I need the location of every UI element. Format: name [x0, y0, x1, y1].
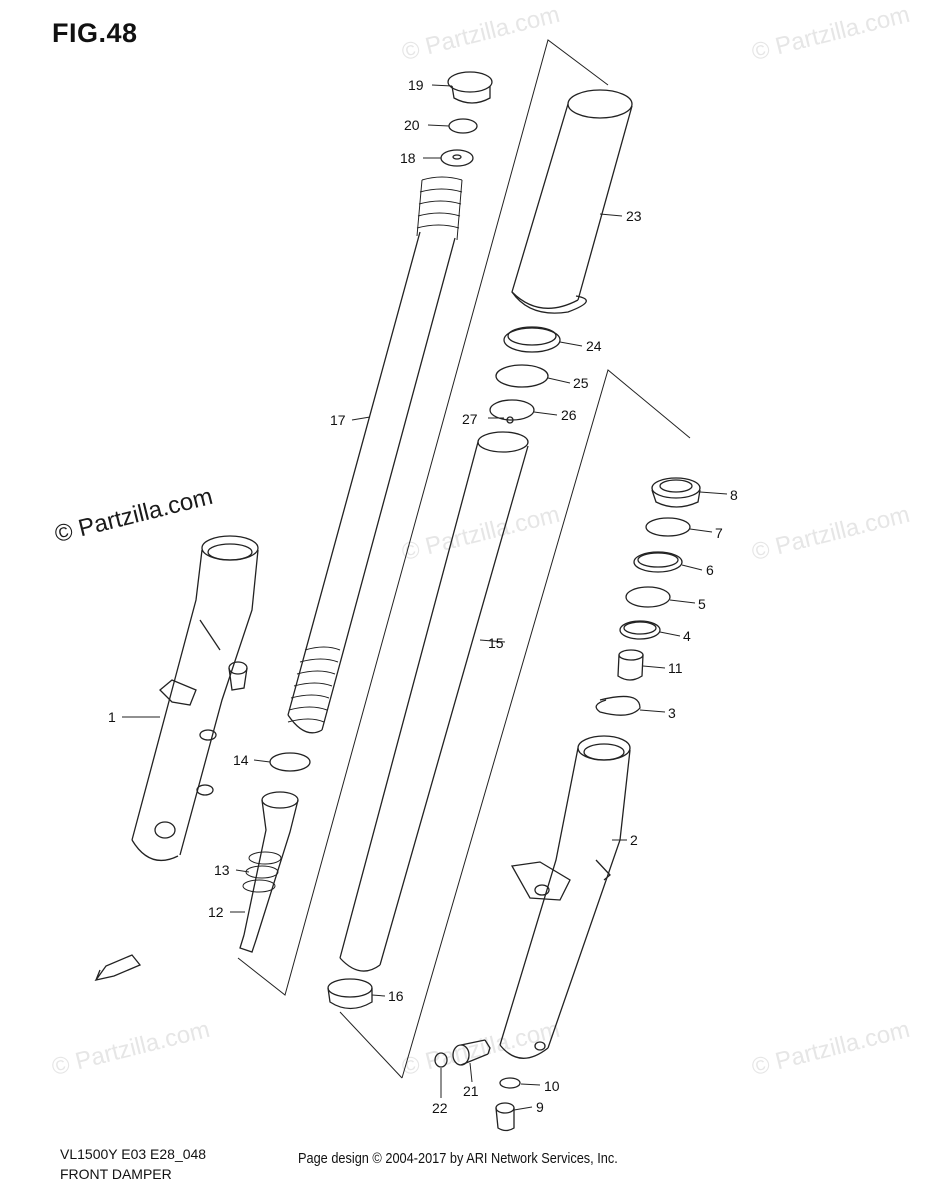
part-1-outer-tube-left: [131, 535, 259, 861]
callout-18: 18: [400, 150, 416, 166]
part-8-oil-seal-cap: [651, 477, 701, 508]
callout-10: 10: [544, 1078, 560, 1094]
part-2-outer-tube-right: [499, 735, 631, 1059]
part-17-inner-tube-left: [287, 231, 456, 734]
callout-17: 17: [330, 412, 346, 428]
spring-lower: [287, 646, 341, 723]
callout-8: 8: [730, 487, 738, 503]
callout-9: 9: [536, 1099, 544, 1115]
model-code: VL1500Y E03 E28_048: [60, 1146, 207, 1162]
part-16-guide-bushing: [327, 978, 373, 1010]
page-credit: Page design © 2004-2017 by ARI Network S…: [298, 1150, 618, 1167]
part-15-inner-tube-right: [339, 431, 529, 972]
part-21-bolt: [452, 1039, 491, 1066]
callout-16: 16: [388, 988, 404, 1004]
callout-14: 14: [233, 752, 249, 768]
part-4-bushing: [619, 620, 661, 640]
callout-1: 1: [108, 709, 116, 725]
callout-15: 15: [488, 635, 504, 651]
callout-21: 21: [463, 1083, 479, 1099]
part-22-plug: [434, 1052, 448, 1068]
assembly-outline-lines: [237, 39, 691, 1079]
callout-5: 5: [698, 596, 706, 612]
part-5-washer: [625, 586, 671, 608]
callout-26: 26: [561, 407, 577, 423]
part-14-ring: [269, 752, 311, 772]
part-7-stopper-ring: [645, 517, 691, 537]
part-20-o-ring: [448, 118, 478, 134]
part-12-damper-rod: [239, 791, 299, 953]
part-10-gasket: [499, 1077, 521, 1089]
part-9-drain-bolt: [495, 1102, 515, 1132]
part-23-cover-tube: [511, 89, 633, 314]
part-25-washer: [495, 364, 549, 388]
callout-23: 23: [626, 208, 642, 224]
callout-19: 19: [408, 77, 424, 93]
callout-3: 3: [668, 705, 676, 721]
part-26-ring: [489, 399, 535, 424]
callout-20: 20: [404, 117, 420, 133]
part-11-oil-lock-piece: [617, 649, 644, 681]
forward-arrow-icon: [94, 954, 142, 982]
part-24-bushing: [503, 326, 561, 353]
part-18-spacer: [440, 149, 474, 167]
part-19-cap-bolt: [447, 71, 493, 104]
part-6-oil-seal: [633, 551, 683, 573]
callout-4: 4: [683, 628, 691, 644]
callout-24: 24: [586, 338, 602, 354]
callout-11: 11: [668, 660, 683, 676]
callout-25: 25: [573, 375, 589, 391]
callout-12: 12: [208, 904, 224, 920]
callout-22: 22: [432, 1100, 448, 1116]
section-name: FRONT DAMPER: [60, 1166, 172, 1182]
figure-title: FIG.48: [52, 18, 138, 48]
callout-27: 27: [462, 411, 478, 427]
part-3-snap-ring: [595, 695, 641, 716]
callout-7: 7: [715, 525, 723, 541]
callout-6: 6: [706, 562, 714, 578]
spring-upper: [416, 176, 463, 241]
callout-13: 13: [214, 862, 230, 878]
callout-leader-lines: [122, 84, 728, 1111]
callout-2: 2: [630, 832, 638, 848]
